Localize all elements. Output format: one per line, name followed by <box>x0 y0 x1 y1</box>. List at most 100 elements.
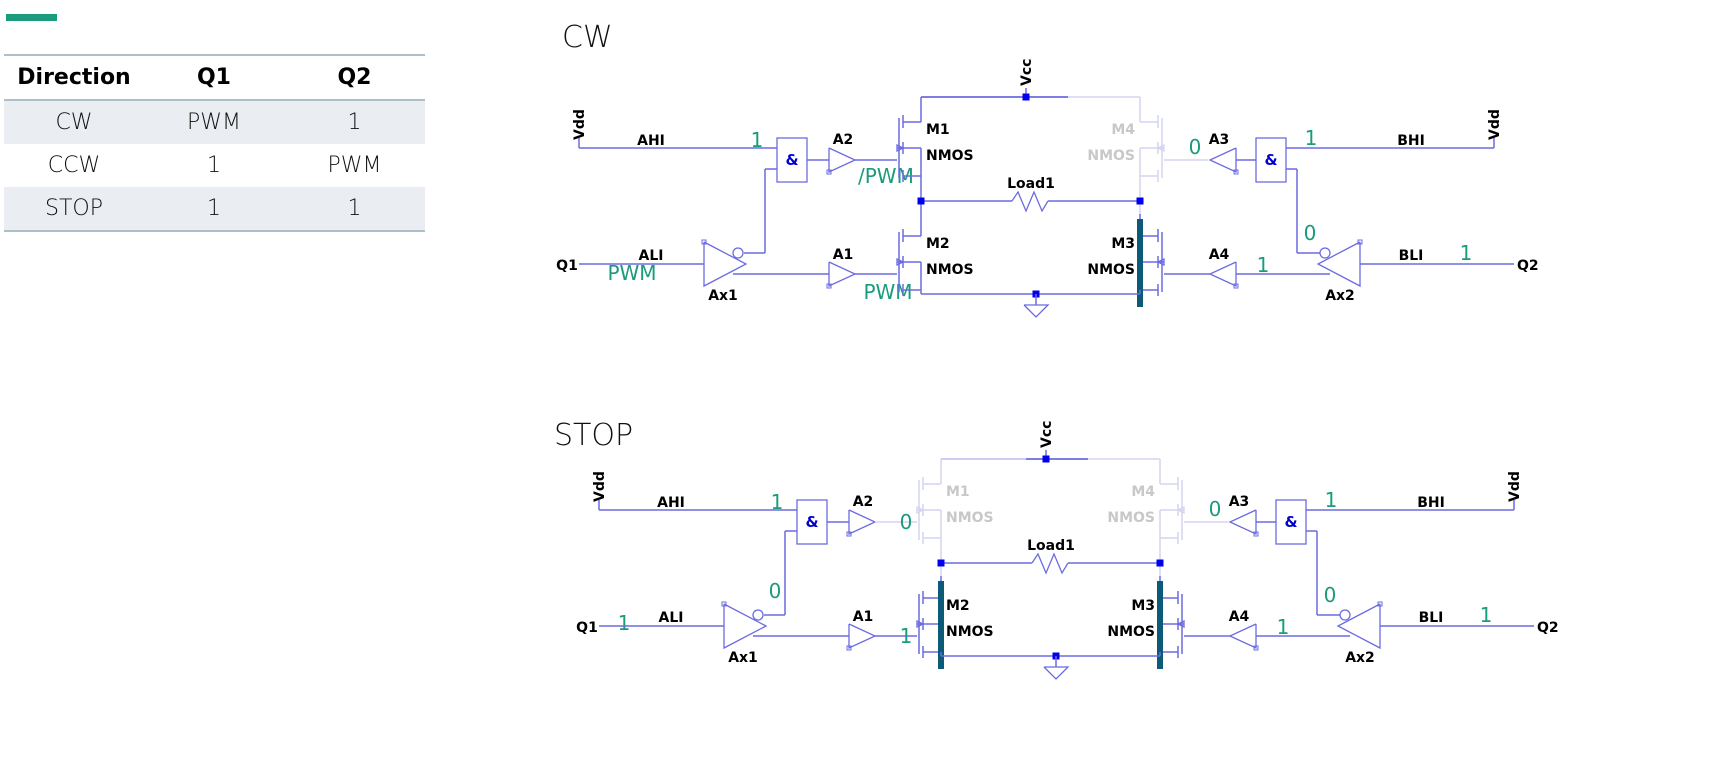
junction-dot <box>917 197 925 205</box>
buffer-pin <box>846 645 852 651</box>
cell-direction: CCW <box>47 153 101 178</box>
q1-label: Q1 <box>576 620 598 636</box>
header-q1: Q1 <box>144 54 284 101</box>
truth-table: Direction Q1 Q2 CW PWM 1 CCW 1 PWM STOP … <box>4 54 425 232</box>
ali-value: PWM <box>607 261 656 285</box>
ax2-inversion-bubble <box>1339 609 1351 621</box>
buffer-pin <box>846 531 852 537</box>
ax2-label: Ax2 <box>1325 288 1355 304</box>
table-header-row: Direction Q1 Q2 <box>4 54 425 101</box>
junction-dot <box>937 559 945 567</box>
ax2-label: Ax2 <box>1345 650 1375 666</box>
cell-q1: 1 <box>207 153 221 178</box>
ax1-label: Ax1 <box>728 650 758 666</box>
junction-dot <box>1042 455 1050 463</box>
m2-label: M2 <box>926 236 950 252</box>
and-gate <box>1255 137 1287 183</box>
bhi-value: 1 <box>1305 126 1318 150</box>
bli-value: 1 <box>1460 241 1473 265</box>
diagram-title-stop: STOP <box>554 418 634 453</box>
a3-out-value: 0 <box>1189 135 1202 159</box>
table-row: CCW 1 PWM <box>4 144 425 187</box>
ground-icon <box>1023 304 1050 318</box>
m4-type-label: NMOS <box>1087 148 1135 164</box>
buffer-a4 <box>1228 623 1257 650</box>
ground-icon <box>1043 666 1070 680</box>
inverter-ax1 <box>723 603 768 650</box>
ahi-label: AHI <box>637 133 665 149</box>
q1-label: Q1 <box>556 258 578 274</box>
a1-label: A1 <box>833 247 854 263</box>
m2-label: M2 <box>946 598 970 614</box>
table-row: CW PWM 1 <box>4 100 425 144</box>
ahi-value: 1 <box>771 490 784 514</box>
a2-out-value: 0 <box>900 510 913 534</box>
ahi-value: 1 <box>751 128 764 152</box>
m2-type-label: NMOS <box>946 624 994 640</box>
vcc-label: Vcc <box>1039 421 1055 448</box>
bhi-label: BHI <box>1417 495 1445 511</box>
m3-type-label: NMOS <box>1087 262 1135 278</box>
table-row: STOP 1 1 <box>4 187 425 232</box>
a4-in-value: 1 <box>1277 615 1290 639</box>
inverter-pin <box>701 239 707 245</box>
buffer-pin <box>1253 645 1259 651</box>
ax2-inv-value: 0 <box>1304 221 1317 245</box>
cell-q2: PWM <box>327 153 382 178</box>
a1-out-value: 1 <box>900 624 913 648</box>
a1-out-value: PWM <box>863 280 912 304</box>
ali-label: ALI <box>639 248 664 264</box>
q2-label: Q2 <box>1537 620 1559 636</box>
buffer-pin <box>1233 283 1239 289</box>
vdd-left-label: Vdd <box>592 471 608 502</box>
a1-label: A1 <box>853 609 874 625</box>
buffer-a1 <box>828 261 857 288</box>
ax1-inv-value: 0 <box>769 579 782 603</box>
buffer-a2 <box>828 147 857 174</box>
q2-label: Q2 <box>1517 258 1539 274</box>
buffer-pin <box>1233 169 1239 175</box>
inverter-pin <box>1357 239 1363 245</box>
nmos-m3-active-indicator <box>1157 581 1163 669</box>
bli-label: BLI <box>1399 248 1424 264</box>
buffer-pin <box>826 169 832 175</box>
load-resistor <box>1011 190 1049 213</box>
junction-dot <box>1156 559 1164 567</box>
m1-type-label: NMOS <box>946 510 994 526</box>
and-gate-symbol: & <box>785 151 798 169</box>
a3-label: A3 <box>1209 132 1230 148</box>
cell-q1: PWM <box>144 100 284 144</box>
buffer-a1 <box>848 623 877 650</box>
ax1-inversion-bubble <box>732 247 744 259</box>
junction-dot <box>1022 93 1030 101</box>
a3-label: A3 <box>1229 494 1250 510</box>
a4-label: A4 <box>1209 247 1230 263</box>
load-label: Load1 <box>1027 538 1075 554</box>
load-resistor <box>1031 552 1069 575</box>
header-direction: Direction <box>4 54 144 101</box>
and-gate-symbol: & <box>1284 513 1297 531</box>
m4-label: M4 <box>1111 122 1135 138</box>
buffer-a2 <box>848 509 877 536</box>
buffer-a4 <box>1208 261 1237 288</box>
bhi-value: 1 <box>1325 488 1338 512</box>
cell-direction: CW <box>4 100 144 144</box>
inverter-ax1 <box>703 241 748 288</box>
diagram-title-cw: CW <box>562 20 613 55</box>
buffer-pin <box>826 283 832 289</box>
bli-value: 1 <box>1480 603 1493 627</box>
and-gate <box>1275 499 1307 545</box>
vcc-label: Vcc <box>1019 59 1035 86</box>
and-gate-symbol: & <box>1264 151 1277 169</box>
a2-label: A2 <box>833 132 854 148</box>
m2-type-label: NMOS <box>926 262 974 278</box>
a4-in-value: 1 <box>1257 253 1270 277</box>
m1-label: M1 <box>946 484 970 500</box>
nmos-m3-active-indicator <box>1137 219 1143 307</box>
a3-out-value: 0 <box>1209 497 1222 521</box>
inverter-pin <box>1377 601 1383 607</box>
cell-q2: 1 <box>284 187 425 232</box>
